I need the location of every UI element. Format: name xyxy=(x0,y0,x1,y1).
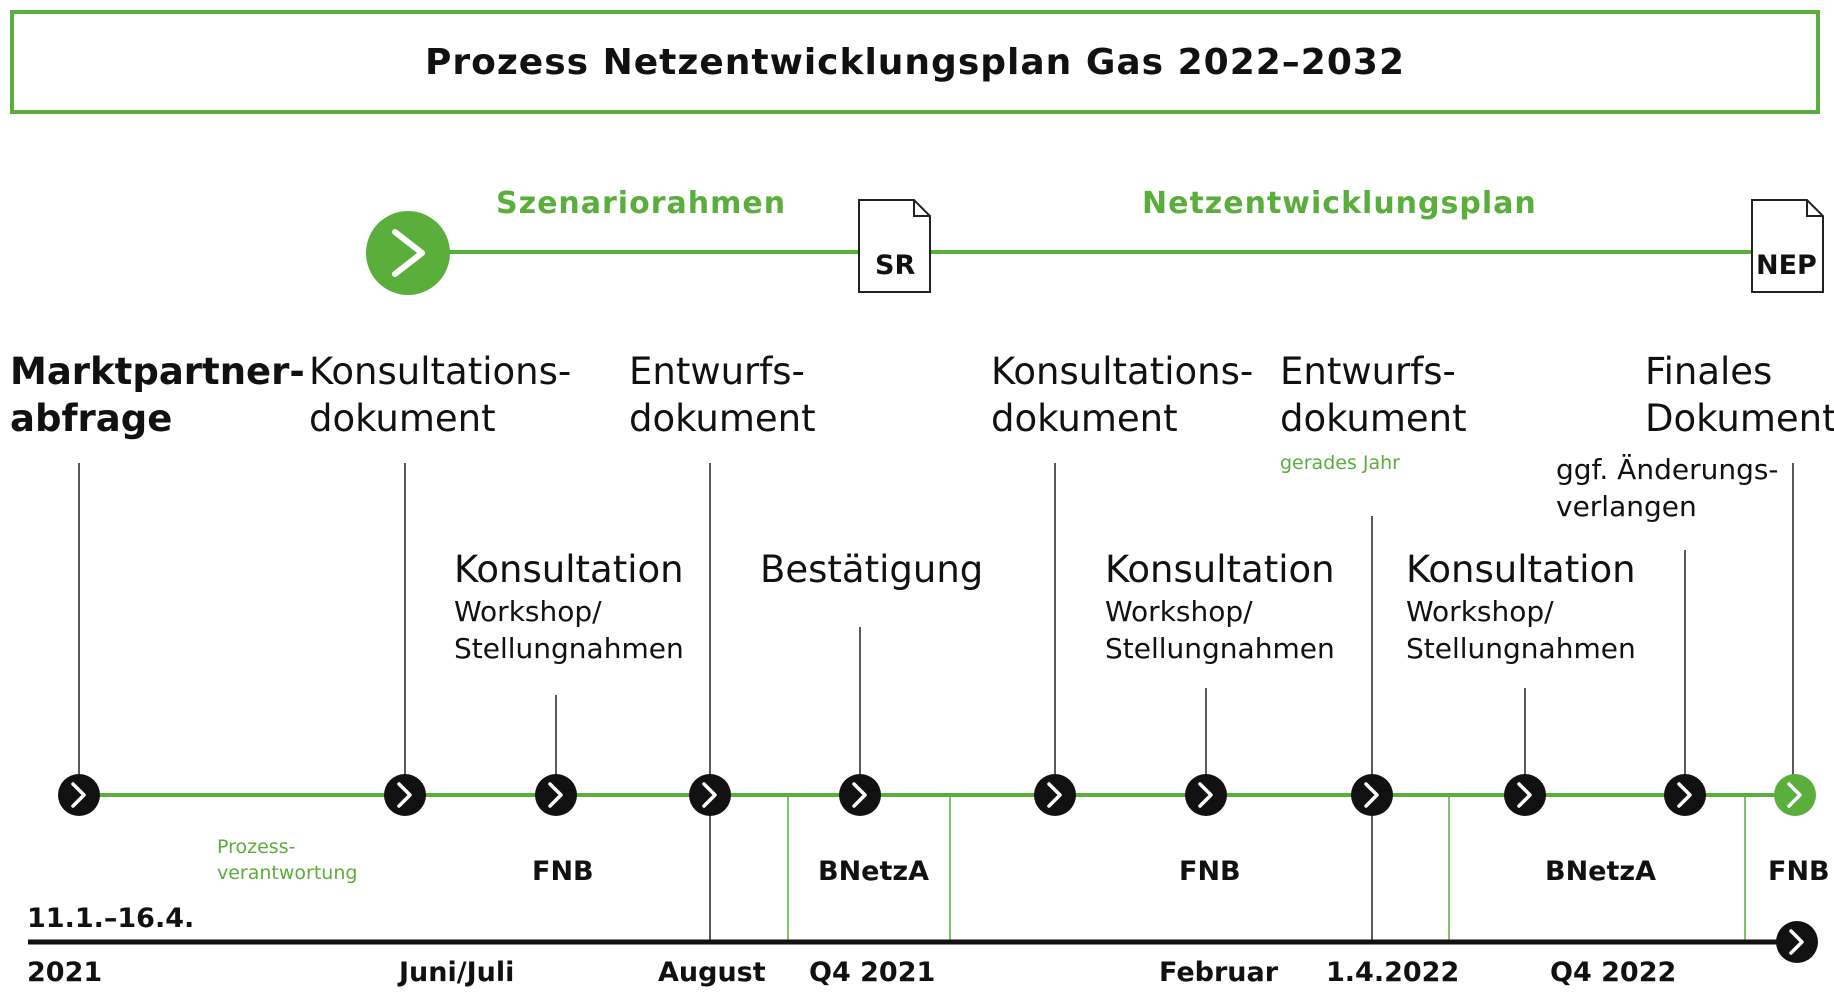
actor-bnetza: BNetzA xyxy=(1545,856,1657,887)
milestone-node xyxy=(1504,774,1546,816)
milestone-konsultationsdokument-nep: Konsultations- dokument xyxy=(991,348,1253,442)
milestone-node xyxy=(1664,774,1706,816)
milestone-node xyxy=(689,774,731,816)
milestone-line: Konsultations- xyxy=(309,350,572,393)
timeline-label-juni-juli: Juni/Juli xyxy=(399,957,515,988)
milestone-node xyxy=(535,774,577,816)
activity-konsultation-nep: Konsultation Workshop/ Stellungnahmen xyxy=(1105,546,1335,667)
milestone-line: Marktpartner- xyxy=(10,350,305,393)
note-line: verantwortung xyxy=(217,862,358,884)
timeline-range: 11.1.–16.4. xyxy=(27,903,195,934)
timeline-label-februar: Februar xyxy=(1159,957,1279,988)
milestone-line: dokument xyxy=(1280,397,1467,440)
actor-fnb: FNB xyxy=(1768,856,1830,887)
timeline-label-2021: 2021 xyxy=(27,957,103,988)
process-responsibility-note: Prozess- verantwortung xyxy=(217,834,357,886)
activity-bestaetigung: Bestätigung xyxy=(760,546,983,593)
phase-label-netzentwicklungsplan: Netzentwicklungsplan xyxy=(1142,186,1537,221)
timeline-label-1-4-2022: 1.4.2022 xyxy=(1326,957,1460,988)
milestone-line: dokument xyxy=(629,397,816,440)
activity-subtitle: Workshop/ xyxy=(1105,595,1253,628)
nep-document-label: NEP xyxy=(1756,250,1817,281)
sr-document-icon xyxy=(858,199,931,293)
milestone-node xyxy=(1185,774,1227,816)
milestone-note-gerades-jahr: gerades Jahr xyxy=(1280,452,1400,474)
phase-label-szenariorahmen: Szenariorahmen xyxy=(496,186,787,221)
milestone-connectors xyxy=(78,463,1794,942)
activity-subtitle: Stellungnahmen xyxy=(454,632,684,665)
activity-title: Konsultation xyxy=(1406,548,1636,591)
activity-subtitle: Workshop/ xyxy=(1406,595,1554,628)
milestone-line: Entwurfs- xyxy=(1280,350,1456,393)
title-box: Prozess Netzentwicklungsplan Gas 2022–20… xyxy=(10,10,1820,114)
sr-document-label: SR xyxy=(875,250,916,281)
nep-document-icon xyxy=(1751,199,1824,293)
actor-fnb: FNB xyxy=(532,856,594,887)
milestone-node xyxy=(384,774,426,816)
milestone-node xyxy=(1351,774,1393,816)
activity-konsultation-sr: Konsultation Workshop/ Stellungnahmen xyxy=(454,546,684,667)
milestone-node xyxy=(839,774,881,816)
timeline-label-q4-2021: Q4 2021 xyxy=(809,957,936,988)
time-axis-arrow-icon xyxy=(1776,921,1818,963)
timeline-label-august: August xyxy=(658,957,766,988)
actor-fnb: FNB xyxy=(1179,856,1241,887)
change-request-note: ggf. Änderungs- verlangen xyxy=(1556,451,1779,525)
milestone-entwurfsdokument-nep: Entwurfs- dokument xyxy=(1280,348,1467,442)
responsibility-separators xyxy=(787,795,1746,942)
milestone-line: Dokument xyxy=(1645,397,1834,440)
activity-konsultation-aenderung: Konsultation Workshop/ Stellungnahmen xyxy=(1406,546,1636,667)
change-request-line: verlangen xyxy=(1556,490,1697,523)
page-title: Prozess Netzentwicklungsplan Gas 2022–20… xyxy=(424,41,1406,83)
note-line: Prozess- xyxy=(217,836,296,858)
milestone-marktpartnerabfrage: Marktpartner- abfrage xyxy=(10,348,305,442)
actor-bnetza: BNetzA xyxy=(818,856,930,887)
milestone-node xyxy=(58,774,100,816)
milestone-line: dokument xyxy=(991,397,1178,440)
milestone-node xyxy=(1034,774,1076,816)
activity-title: Bestätigung xyxy=(760,548,984,591)
activity-title: Konsultation xyxy=(454,548,684,591)
milestone-entwurfsdokument-sr: Entwurfs- dokument xyxy=(629,348,816,442)
final-node xyxy=(1774,774,1816,816)
activity-title: Konsultation xyxy=(1105,548,1335,591)
milestone-line: dokument xyxy=(309,397,496,440)
start-icon xyxy=(366,211,450,295)
milestone-line: Entwurfs- xyxy=(629,350,805,393)
milestone-finales-dokument: Finales Dokument xyxy=(1645,348,1834,442)
timeline-label-q4-2022: Q4 2022 xyxy=(1550,957,1677,988)
milestone-line: Finales xyxy=(1645,350,1773,393)
activity-subtitle: Stellungnahmen xyxy=(1406,632,1636,665)
milestone-konsultationsdokument-sr: Konsultations- dokument xyxy=(309,348,571,442)
activity-subtitle: Stellungnahmen xyxy=(1105,632,1335,665)
milestone-line: Konsultations- xyxy=(991,350,1254,393)
change-request-line: ggf. Änderungs- xyxy=(1556,453,1779,486)
milestone-line: abfrage xyxy=(10,397,173,440)
activity-subtitle: Workshop/ xyxy=(454,595,602,628)
